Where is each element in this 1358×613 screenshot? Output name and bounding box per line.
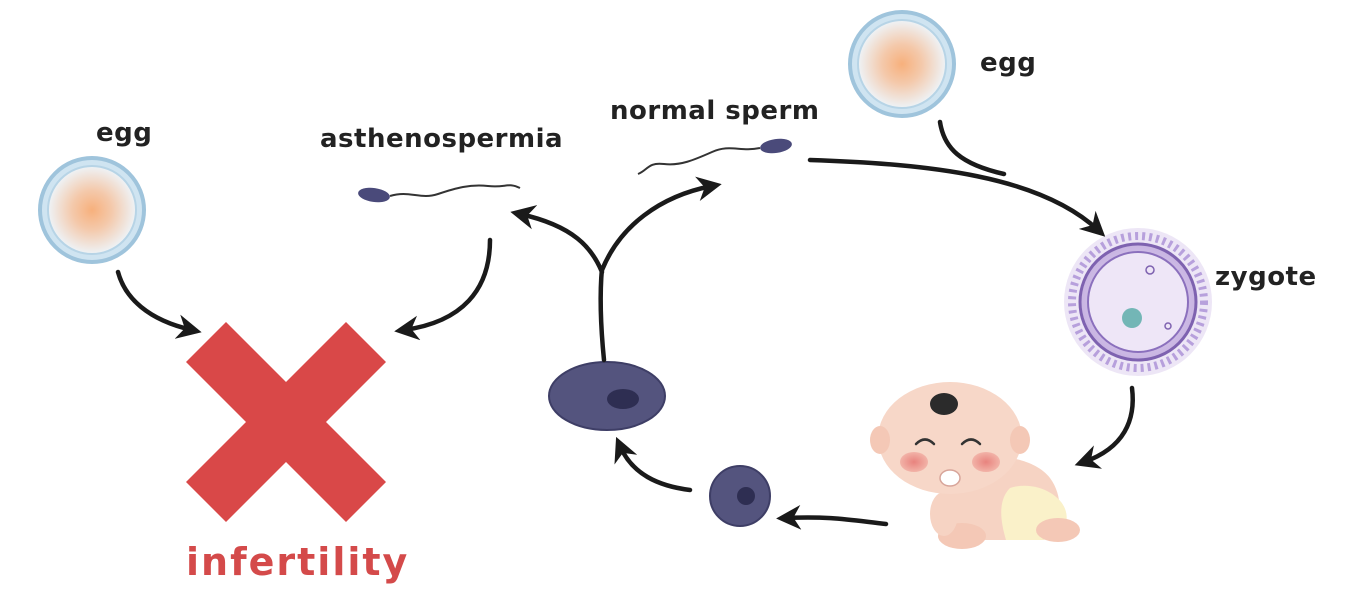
baby-icon xyxy=(870,382,1080,549)
label-normal-sperm: normal sperm xyxy=(610,96,820,126)
label-asthenospermia: asthenospermia xyxy=(320,124,564,154)
label-egg-left: egg xyxy=(96,118,153,148)
arrow-cell-to-cell xyxy=(614,436,693,493)
arrow-egg-to-zygote xyxy=(937,119,1007,177)
cell-icon-small xyxy=(709,465,771,527)
arrow-sperm-to-zygote xyxy=(807,157,1106,237)
arrow-cell-up xyxy=(598,265,607,363)
arrow-to-normal-sperm xyxy=(599,176,722,273)
zygote-icon xyxy=(1064,228,1212,376)
cross-icon xyxy=(186,322,386,522)
sperm-icon-asthenospermia xyxy=(358,184,521,203)
label-infertility: infertility xyxy=(186,540,410,584)
egg-icon-left xyxy=(38,156,146,264)
arrow-zygote-to-baby xyxy=(1074,385,1135,469)
label-zygote: zygote xyxy=(1215,262,1317,292)
arrow-to-asthenospermia xyxy=(510,205,605,275)
arrows xyxy=(115,119,1135,530)
label-egg-right: egg xyxy=(980,48,1037,78)
arrow-baby-to-cell xyxy=(776,504,889,530)
arrow-asthenospermia-to-infertility xyxy=(394,237,493,341)
arrow-egg-to-infertility xyxy=(115,269,202,339)
cell-icon-large xyxy=(548,361,666,431)
egg-icon-right xyxy=(848,10,956,118)
sperm-icon-normal xyxy=(637,138,792,175)
